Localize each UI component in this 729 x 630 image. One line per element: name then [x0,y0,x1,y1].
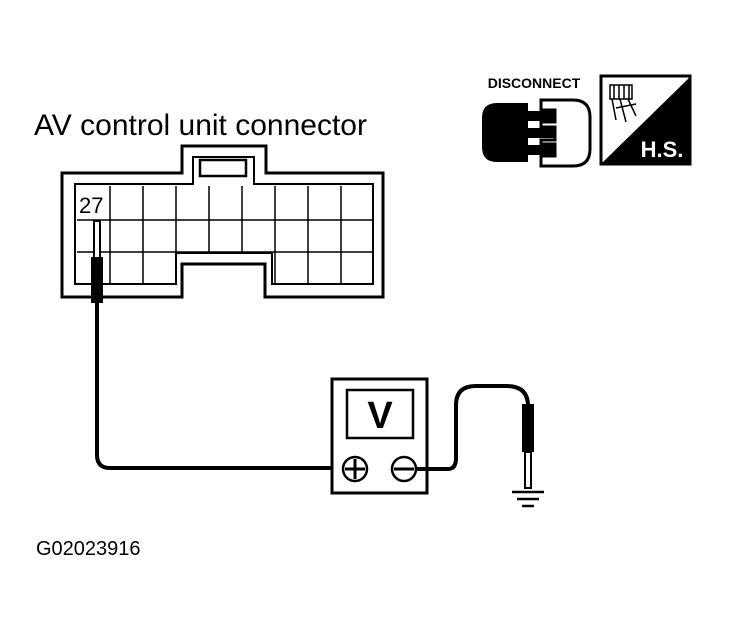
connector-latch [198,158,248,178]
connector-title: AV control unit connector [34,109,367,142]
disconnect-label: DISCONNECT [488,75,581,91]
voltmeter-display [345,388,415,440]
disconnect-icon: DISCONNECT [482,75,592,168]
test-probe-positive [91,220,103,303]
pin-27-label: 27 [79,193,103,218]
hs-label: H.S. [641,137,684,162]
av-control-unit-connector: 27 [60,144,385,299]
harness-side-icon: H.S. [599,74,692,166]
voltmeter-v-label: V [367,395,393,437]
negative-lead-wire [416,384,530,471]
test-probe-negative [522,404,534,489]
negative-terminal-icon [390,455,418,483]
positive-lead-wire [95,303,345,470]
positive-terminal-icon [341,455,369,483]
ground-icon [512,490,544,508]
voltmeter: V [330,377,429,495]
figure-id: G02023916 [36,538,141,560]
